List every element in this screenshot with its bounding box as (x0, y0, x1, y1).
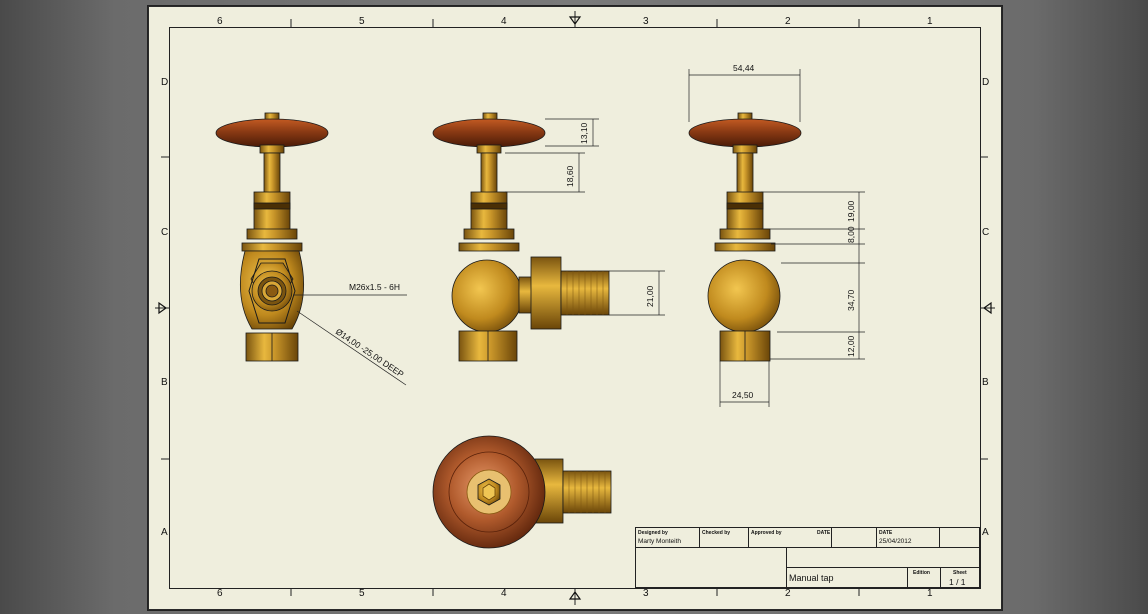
zone-col-1-top: 1 (927, 16, 933, 27)
dim-outlet-dia: 21,00 (645, 285, 655, 307)
designed-by-value: Marty Monteith (638, 538, 681, 545)
zone-col-5-bottom: 5 (359, 588, 365, 599)
dim-cap-width: 54,44 (733, 63, 755, 73)
zone-col-4-bottom: 4 (501, 588, 507, 599)
dim-stem-height: 18,60 (565, 165, 575, 187)
thread-callout: M26x1.5 - 6H (349, 282, 400, 292)
date-label-2: DATE (879, 530, 893, 536)
blank-cell (831, 527, 877, 548)
zone-col-3-top: 3 (643, 16, 649, 27)
front-view (432, 112, 610, 362)
checked-by-cell: Checked by (699, 527, 749, 548)
drawing-sheet: 6 5 4 3 2 1 6 5 4 3 2 1 D C B A D C B A (148, 6, 1002, 610)
dim-bonnet-height: 19,00 (846, 200, 856, 222)
approved-by-cell: Approved by DATE (748, 527, 832, 548)
right-view-dimensions (688, 69, 865, 407)
date-label-1: DATE (817, 530, 831, 536)
zone-col-6-bottom: 6 (217, 588, 223, 599)
zone-col-6-top: 6 (217, 16, 223, 27)
title-block: Designed by Marty Monteith Checked by Ap… (635, 527, 980, 588)
zone-row-c-right: C (982, 227, 990, 238)
top-view (432, 435, 612, 549)
front-view-dimensions (505, 118, 665, 316)
drawing-title: Manual tap (789, 573, 834, 583)
zone-row-d-right: D (982, 77, 990, 88)
left-view-annotations (293, 294, 407, 386)
zone-row-d-left: D (161, 77, 169, 88)
right-view (688, 112, 802, 362)
dim-base-height: 12,00 (846, 335, 856, 357)
sheet-label: Sheet (953, 570, 967, 576)
zone-row-c-left: C (161, 227, 169, 238)
blank-cell-2 (939, 527, 980, 548)
zone-row-a-right: A (982, 527, 989, 538)
dim-cap-height: 13,10 (579, 122, 589, 144)
blank-row (786, 547, 980, 568)
title-cell: Manual tap (786, 567, 908, 588)
zone-row-b-left: B (161, 377, 168, 388)
zone-row-b-right: B (982, 377, 989, 388)
approved-by-label: Approved by (751, 530, 782, 536)
zone-col-4-top: 4 (501, 16, 507, 27)
frame-marks (155, 11, 995, 605)
left-view (215, 112, 329, 362)
date-value: 25/04/2012 (879, 538, 912, 545)
zone-col-2-bottom: 2 (785, 588, 791, 599)
edition-label: Edition (913, 570, 930, 576)
sheet-cell: Sheet 1 / 1 (940, 567, 980, 588)
zone-col-3-bottom: 3 (643, 588, 649, 599)
zone-col-2-top: 2 (785, 16, 791, 27)
sheet-value: 1 / 1 (949, 577, 966, 587)
designed-by-cell: Designed by Marty Monteith (635, 527, 700, 548)
date-cell: DATE 25/04/2012 (876, 527, 940, 548)
hole-callout: Ø14,00 -25,00 DEEP (334, 326, 406, 379)
zone-row-a-left: A (161, 527, 168, 538)
designed-by-label: Designed by (638, 530, 668, 536)
checked-by-label: Checked by (702, 530, 731, 536)
zone-col-5-top: 5 (359, 16, 365, 27)
dim-body-height: 34,70 (846, 289, 856, 311)
drawing-views: M26x1.5 - 6H Ø14,00 -25,00 DEEP (215, 63, 865, 549)
edition-cell: Edition (907, 567, 941, 588)
dim-nut-height: 8,00 (846, 226, 856, 243)
dim-base-width: 24,50 (732, 390, 754, 400)
zone-col-1-bottom: 1 (927, 588, 933, 599)
